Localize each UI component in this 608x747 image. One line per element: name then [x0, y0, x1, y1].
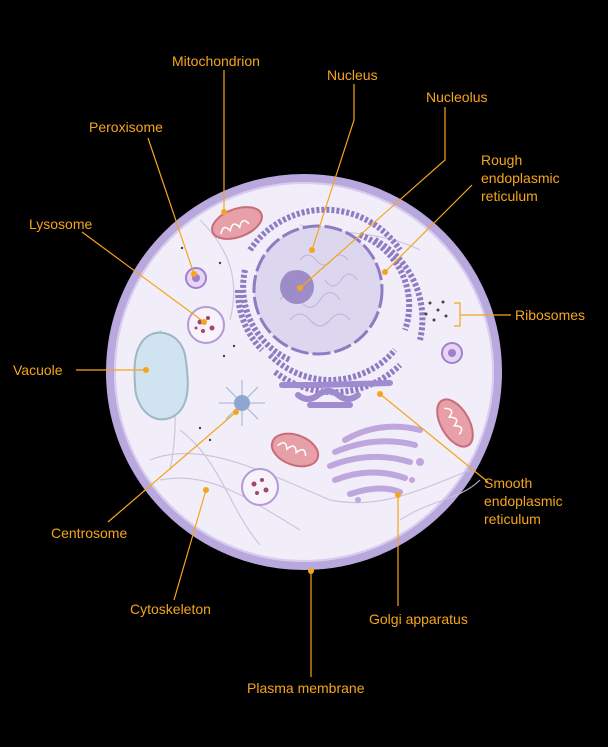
centrosome: [219, 380, 265, 426]
smooth-er: [279, 380, 393, 408]
label-lysosome: Lysosome: [29, 216, 93, 232]
label-mitochondrion: Mitochondrion: [172, 53, 260, 69]
label-peroxisome: Peroxisome: [89, 119, 163, 135]
peroxisome: [185, 267, 207, 289]
label-rough-er: Rough endoplasmic reticulum: [481, 152, 560, 204]
golgi-apparatus: [327, 423, 423, 497]
plasma-membrane: [106, 174, 502, 570]
vacuole: [133, 331, 189, 421]
label-nucleus: Nucleus: [327, 67, 378, 83]
label-nucleolus: Nucleolus: [426, 89, 488, 105]
leader-dots: [143, 209, 401, 574]
label-vacuole: Vacuole: [13, 362, 63, 378]
leader-lines: [76, 70, 511, 677]
label-ribosomes: Ribosomes: [515, 307, 586, 323]
label-cytoskeleton: Cytoskeleton: [130, 601, 211, 617]
label-golgi-apparatus: Golgi apparatus: [369, 611, 468, 627]
peroxisome-2: [441, 342, 463, 364]
lysosome: [187, 306, 225, 344]
label-smooth-er: Smooth endoplasmic reticulum: [484, 475, 563, 527]
mitochondrion-3: [436, 398, 474, 448]
mitochondrion: [211, 206, 263, 240]
label-plasma-membrane: Plasma membrane: [247, 680, 365, 696]
rough-er: [234, 206, 426, 396]
lysosome-2: [241, 468, 279, 506]
mitochondrion-2: [270, 432, 320, 468]
nucleolus: [280, 270, 314, 304]
label-centrosome: Centrosome: [51, 525, 128, 541]
ribosomes-dots: [180, 246, 448, 442]
nucleus: [252, 224, 384, 356]
